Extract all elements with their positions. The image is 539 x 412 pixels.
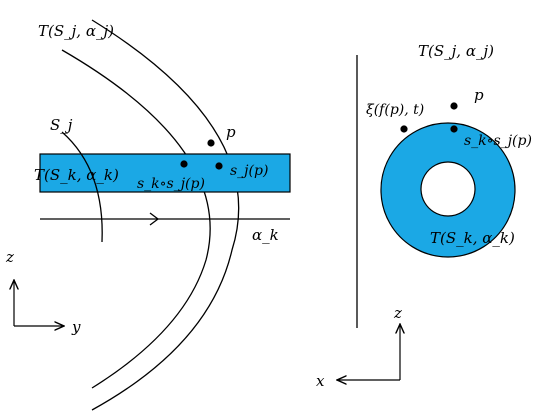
right-panel: T(S_j, α_j) p ξ(f(p), t) s_k∘s_j(p) T(S_… bbox=[316, 42, 532, 390]
axis-label-x-right: x bbox=[316, 372, 325, 390]
torus-annulus bbox=[380, 122, 516, 258]
tube-band bbox=[39, 153, 291, 193]
label-tube-band: T(S_k, α_k) bbox=[34, 166, 119, 184]
axis-label-z-left: z bbox=[5, 248, 14, 266]
label-p-right: p bbox=[474, 86, 484, 104]
label-section-point: s_j(p) bbox=[230, 163, 268, 179]
label-s-j: S_j bbox=[50, 116, 73, 134]
label-composite-point: s_k∘s_j(p) bbox=[137, 176, 205, 192]
curve-s-j bbox=[61, 131, 103, 243]
label-tube-outer-right: T(S_j, α_j) bbox=[418, 42, 494, 60]
point-composite bbox=[180, 160, 188, 168]
point-section bbox=[215, 162, 223, 170]
point-p bbox=[207, 139, 215, 147]
alpha-k-arrow-icon bbox=[149, 212, 160, 226]
left-panel: T(S_j, α_j) S_j p T(S_k, α_k) s_k∘s_j(p)… bbox=[5, 19, 291, 411]
label-alpha-k: α_k bbox=[252, 226, 279, 244]
label-tube-outer: T(S_j, α_j) bbox=[38, 22, 114, 40]
tube-inner-arc bbox=[91, 19, 240, 411]
label-torus: T(S_k, α_k) bbox=[430, 229, 515, 247]
label-flow-point: ξ(f(p), t) bbox=[366, 102, 424, 118]
point-composite-right bbox=[450, 125, 458, 133]
axis-label-z-right: z bbox=[393, 304, 402, 322]
point-flow bbox=[400, 125, 408, 133]
axis-label-y-left: y bbox=[71, 318, 81, 336]
tube-outer-arc bbox=[61, 49, 211, 389]
point-p-right bbox=[450, 102, 458, 110]
label-p: p bbox=[226, 123, 236, 141]
label-composite-right: s_k∘s_j(p) bbox=[464, 133, 532, 149]
